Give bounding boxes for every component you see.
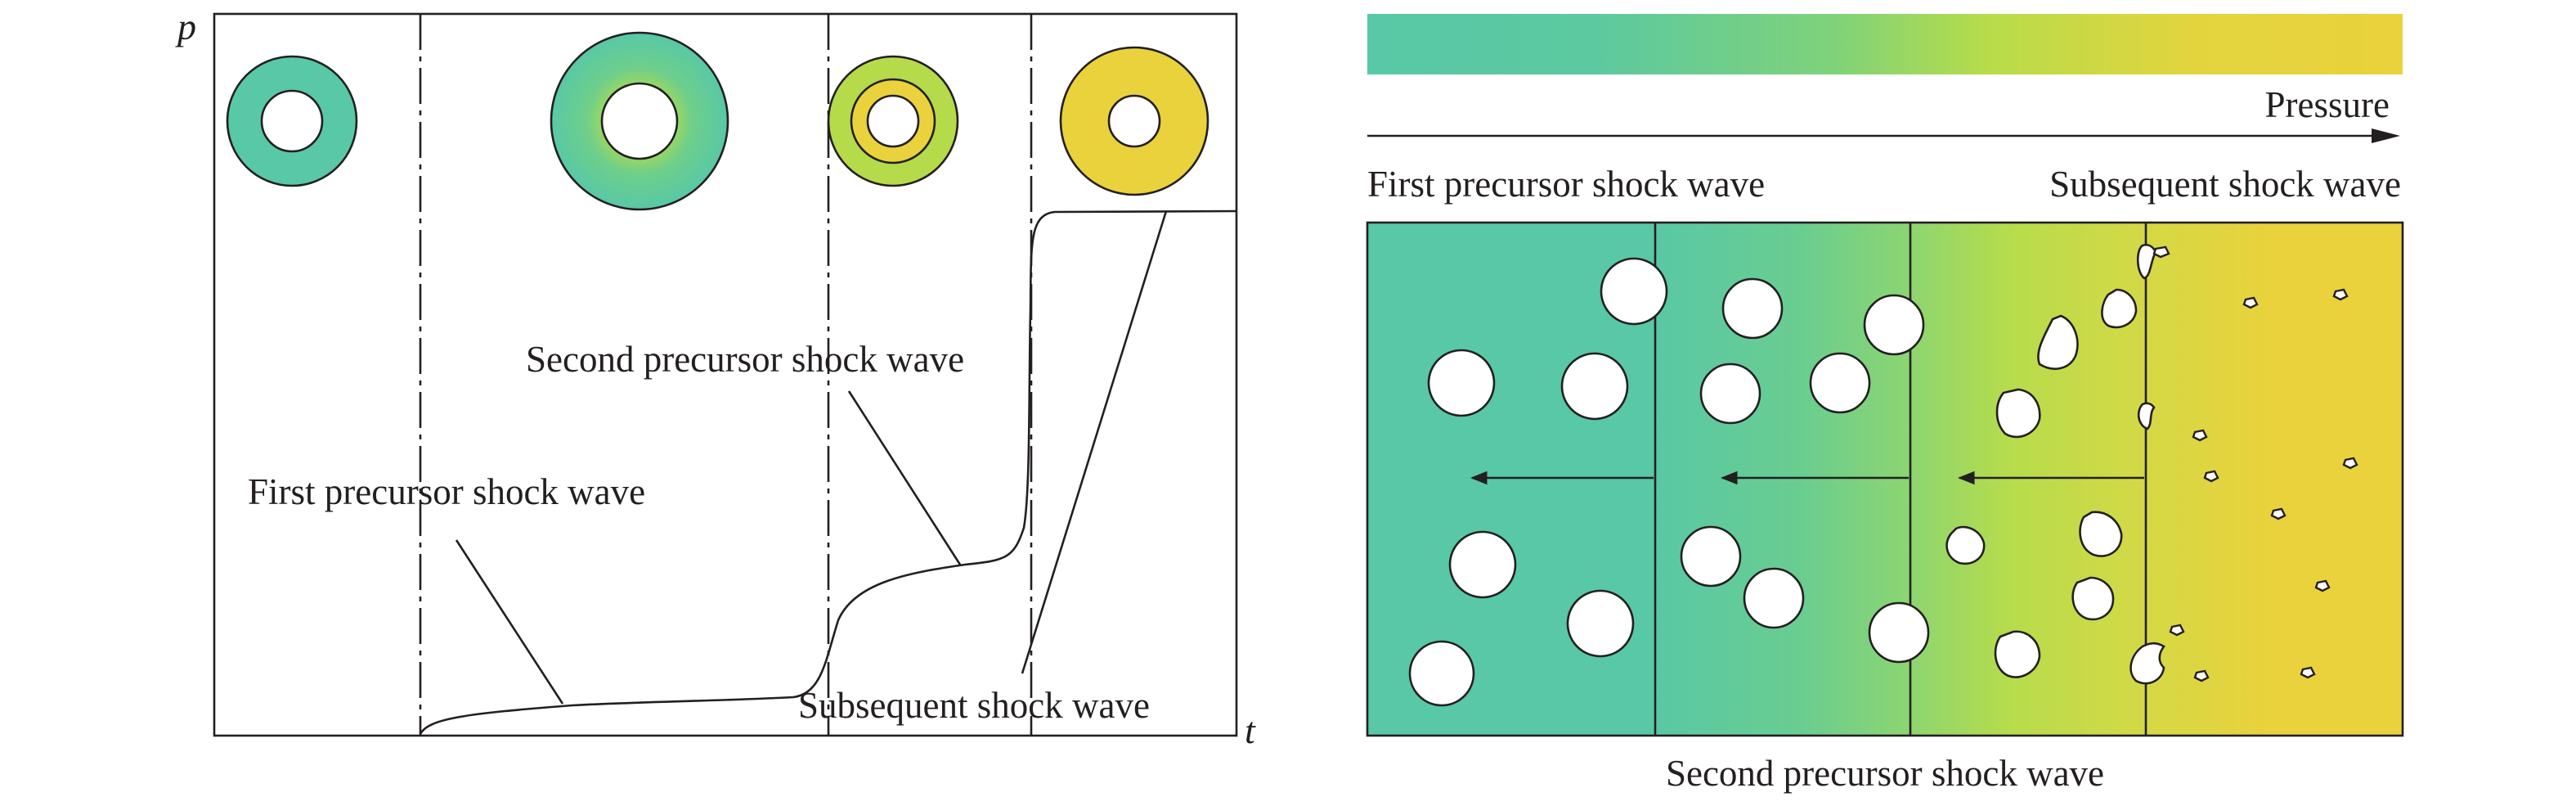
x-axis-label: t (1245, 709, 1256, 751)
y-axis-label: p (175, 6, 196, 47)
top-label-first-precursor: First precursor shock wave (1367, 164, 1765, 205)
leader-first-precursor (455, 539, 564, 705)
ring-stage-3 (827, 55, 959, 187)
label-first-precursor: First precursor shock wave (248, 471, 645, 512)
ring-stage-1 (226, 55, 358, 187)
pores-region-1 (1408, 257, 1668, 707)
label-second-precursor: Second precursor shock wave (526, 339, 964, 380)
ring-stage-4 (1059, 46, 1209, 196)
label-subsequent: Subsequent shock wave (798, 685, 1150, 726)
shock-wave-schematic: Pressure First precursor shock wave Subs… (1366, 14, 2404, 794)
leader-second-precursor (847, 390, 962, 565)
pores-region-2 (1680, 277, 1930, 664)
pressure-arrowhead (2372, 128, 2400, 143)
bottom-label-second-precursor: Second precursor shock wave (1666, 753, 2104, 794)
pores-region-4 (2152, 245, 2358, 682)
top-label-subsequent: Subsequent shock wave (2049, 164, 2401, 205)
pressure-label: Pressure (2265, 84, 2390, 125)
pores-region-3 (1945, 243, 2165, 685)
pressure-time-plot: p t Second precursor shock wave First pr… (175, 6, 1256, 751)
leader-subsequent (1021, 210, 1168, 674)
pressure-color-bar (1367, 14, 2403, 74)
ring-stage-2 (550, 31, 729, 211)
pressure-curve (419, 209, 1237, 735)
